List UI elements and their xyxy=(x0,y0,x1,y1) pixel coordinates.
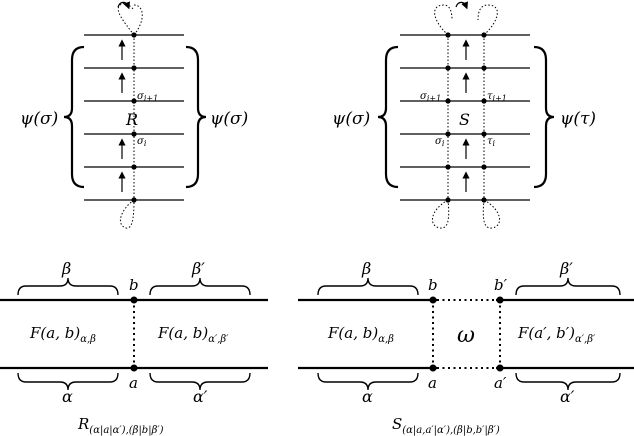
bottom-left-panel: β β′ b a α α′ F(a, b)α,β F(a, b)α′,β′ R(… xyxy=(0,259,268,436)
brace-beta xyxy=(317,277,419,296)
alpha-label: α xyxy=(362,387,373,406)
center-label: S xyxy=(459,110,470,129)
dotted-rungs xyxy=(448,34,484,201)
alpha-label: α xyxy=(62,387,73,406)
right-brace xyxy=(533,45,555,189)
caption-R: R(α|a|α′),(β|b|β′) xyxy=(77,415,164,436)
loop-bottom-right xyxy=(482,199,500,229)
loop-bottom xyxy=(119,199,135,229)
a-prime-label: a′ xyxy=(494,374,507,392)
vertex-b xyxy=(130,296,138,304)
a-label: a xyxy=(129,374,138,392)
b-prime-label: b′ xyxy=(494,276,508,294)
brace-alpha-prime xyxy=(149,372,251,391)
beta-prime-label: β′ xyxy=(191,259,205,278)
loop-top-left xyxy=(434,4,453,36)
sigma-upper-label: σi+1 xyxy=(137,91,158,103)
left-brace xyxy=(63,45,85,189)
vertex-a-prime xyxy=(496,364,504,372)
caption-S: S(α|a,a′|α′),(β|b,b′|β′) xyxy=(392,415,500,436)
vertex-b xyxy=(429,296,437,304)
vertex-a xyxy=(130,364,138,372)
brace-alpha xyxy=(17,372,119,391)
sigma-lower-label: σi xyxy=(435,136,445,148)
omega-label: ω xyxy=(457,323,475,348)
psi-right-label: ψ(σ) xyxy=(210,109,248,129)
brace-beta xyxy=(17,277,119,296)
loop-top-right xyxy=(477,4,498,36)
F-right-label: F(a, b)α′,β′ xyxy=(157,324,229,345)
beta-label: β xyxy=(61,259,71,278)
tau-lower-label: τi xyxy=(487,136,496,148)
top-right-panel: ψ(σ) ψ(τ) S σi+1 τi+1 σi τi xyxy=(332,1,596,229)
b-label: b xyxy=(129,276,139,294)
sigma-lower-label: σi xyxy=(137,136,147,148)
beta-label: β xyxy=(361,259,371,278)
brace-alpha-prime xyxy=(515,372,621,391)
vertex-b-prime xyxy=(496,296,504,304)
brace-beta-prime xyxy=(149,277,251,296)
tau-upper-label: τi+1 xyxy=(487,91,507,103)
bottom-right-panel: β β′ b b′ a a′ α α′ ω F(a, b)α,β F(a′, b… xyxy=(298,259,634,436)
rotation-arrow-icon xyxy=(455,1,469,10)
loop-bottom-left xyxy=(432,199,450,229)
beta-prime-label: β′ xyxy=(559,259,573,278)
b-label: b xyxy=(428,276,438,294)
F-left-label: F(a, b)α,β xyxy=(327,324,394,345)
brace-beta-prime xyxy=(515,277,621,296)
vertex-a xyxy=(429,364,437,372)
psi-left-label: ψ(σ) xyxy=(20,109,58,129)
psi-left-label: ψ(σ) xyxy=(332,109,370,129)
alpha-prime-label: α′ xyxy=(560,387,575,406)
left-brace xyxy=(377,45,399,189)
a-label: a xyxy=(428,374,437,392)
top-left-panel: ψ(σ) ψ(σ) R σi+1 σi xyxy=(20,1,248,229)
alpha-prime-label: α′ xyxy=(193,387,208,406)
lattice-dots xyxy=(131,32,137,203)
sigma-upper-label: σi+1 xyxy=(420,91,441,103)
rotation-arrow-icon xyxy=(117,1,131,10)
horizontal-lines xyxy=(400,34,530,201)
brace-alpha xyxy=(317,372,419,391)
F-right-label: F(a′, b′)α′,β′ xyxy=(517,324,596,345)
loop-top-back xyxy=(133,4,143,36)
psi-right-label: ψ(τ) xyxy=(560,109,596,129)
F-left-label: F(a, b)α,β xyxy=(29,324,96,345)
loop-top xyxy=(117,2,135,36)
right-brace xyxy=(185,45,207,189)
center-label: R xyxy=(125,110,138,129)
